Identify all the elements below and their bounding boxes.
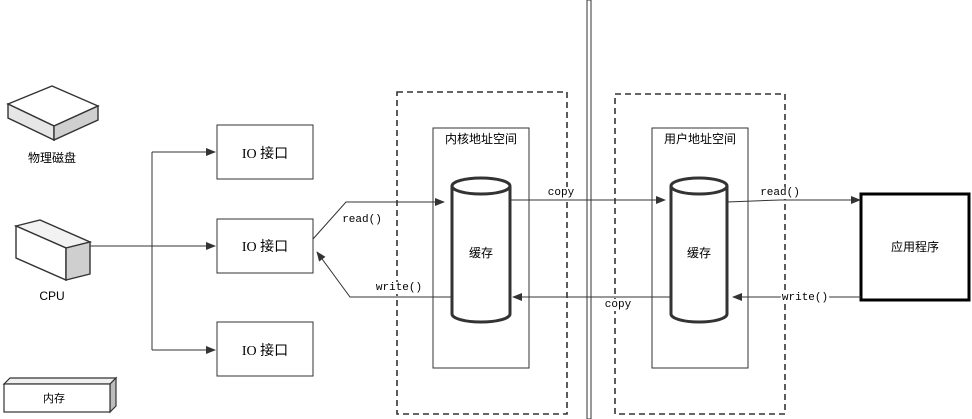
- user-address-space-title: 用户地址空间: [664, 131, 736, 146]
- copy-to-kernel-label: copy: [605, 299, 632, 311]
- disk-label: 物理磁盘: [28, 150, 76, 165]
- read-app-label: read(): [760, 187, 800, 199]
- application-box: [859, 192, 971, 302]
- user-buffer-cylinder: [669, 176, 729, 324]
- write-from-kernel-arrow: [316, 251, 452, 298]
- copy-to-user-label: copy: [548, 187, 575, 199]
- user-buffer-label: 缓存: [687, 246, 711, 260]
- edge-label-background: [341, 214, 383, 226]
- write-kernel-label: write(): [376, 282, 422, 294]
- edge-label-background: [780, 292, 830, 304]
- kernel-buffer-cylinder: [450, 176, 512, 324]
- edge-label-background: [546, 187, 576, 199]
- cpu-label: CPU: [39, 289, 64, 303]
- read-to-app-arrow: [726, 196, 861, 204]
- kernel-space-dashed-region: [396, 91, 568, 415]
- application-label: 应用程序: [891, 239, 939, 254]
- io-port-3-label: IO 接口: [242, 342, 288, 359]
- read-kernel-label: read(): [342, 214, 382, 226]
- io-port-3: IO 接口: [216, 321, 314, 377]
- memory-label: 内存: [43, 391, 65, 405]
- kernel-address-space-title: 内核地址空间: [445, 132, 517, 146]
- edge-label-background: [374, 282, 424, 294]
- memory-icon: [2, 376, 118, 414]
- io-port-2: IO 接口: [216, 218, 314, 274]
- io-port-1-label: IO 接口: [242, 145, 288, 162]
- edge-label-background: [759, 187, 801, 199]
- write-app-label: write(): [782, 292, 828, 304]
- read-to-kernel-arrow: [312, 198, 445, 240]
- edge-label-background: [603, 299, 633, 311]
- user-space-dashed-region: [614, 93, 786, 415]
- kernel-buffer-label: 缓存: [469, 246, 493, 260]
- io-port-2-label: IO 接口: [242, 238, 288, 255]
- cpu-icon: [13, 219, 93, 282]
- disk-icon: [6, 85, 100, 142]
- io-port-1: IO 接口: [216, 124, 314, 180]
- io-bus-connector: [90, 148, 216, 354]
- kernel-user-boundary: [586, 0, 592, 419]
